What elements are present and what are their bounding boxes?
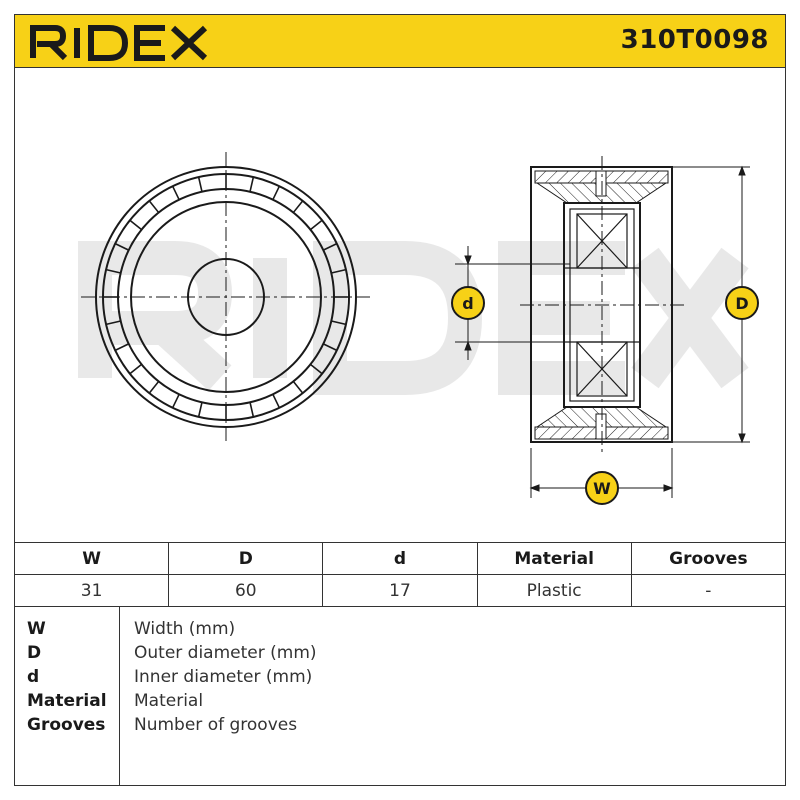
legend-key: W	[27, 619, 46, 639]
svg-text:D: D	[735, 294, 748, 313]
pulley-segment-line	[171, 393, 180, 409]
spec-value-row: 31 60 17 Plastic -	[13, 574, 787, 607]
svg-text:d: d	[462, 294, 473, 313]
pulley-segment-line	[292, 200, 304, 214]
svg-text:W: W	[593, 479, 611, 498]
legend-key: D	[27, 643, 42, 663]
legend-description: Material	[134, 691, 204, 711]
legend-key: Grooves	[27, 715, 106, 735]
pulley-segment-line	[331, 320, 347, 326]
spec-value: -	[630, 574, 787, 607]
pulley-segment-line	[197, 402, 203, 418]
pulley-segment-line	[249, 402, 255, 418]
legend-divider	[119, 607, 120, 785]
legend-description: Number of grooves	[134, 715, 298, 735]
side-view	[520, 156, 685, 453]
spec-header: D	[168, 542, 324, 575]
ridex-logo	[30, 25, 208, 61]
spec-header: Grooves	[630, 542, 787, 575]
legend-row: Grooves Number of grooves	[15, 715, 787, 739]
part-number: 310T0098	[620, 25, 769, 55]
dimension-badge-D: D	[725, 286, 759, 320]
pulley-segment-line	[331, 268, 347, 274]
legend-description: Inner diameter (mm)	[134, 667, 313, 687]
legend-row: Material Material	[15, 691, 787, 715]
spec-value: 17	[322, 574, 478, 607]
legend-key: Material	[27, 691, 107, 711]
pulley-segment-line	[129, 363, 143, 375]
legend-row: W Width (mm)	[15, 619, 787, 643]
pulley-segment-line	[148, 200, 160, 214]
pulley-segment-line	[105, 268, 121, 274]
legend-key: d	[27, 667, 40, 687]
technical-drawing: d D W	[78, 152, 759, 505]
pulley-segment-line	[309, 363, 323, 375]
pulley-segment-line	[272, 185, 281, 201]
spec-table: W D d Material Grooves 31 60 17 Plastic …	[13, 542, 787, 607]
legend: W Width (mm) D Outer diameter (mm) d Inn…	[14, 607, 786, 786]
pulley-segment-line	[148, 380, 160, 394]
pulley-segment-line	[114, 242, 130, 251]
pulley-segment-line	[129, 219, 143, 231]
spec-header: d	[322, 542, 478, 575]
spec-header-row: W D d Material Grooves	[13, 542, 787, 575]
pulley-segment-line	[171, 185, 180, 201]
pulley-segment-line	[309, 219, 323, 231]
dimension-badge-W: W	[585, 471, 619, 505]
spec-value: 60	[168, 574, 324, 607]
spec-header: Material	[476, 542, 632, 575]
pulley-segment-line	[105, 320, 121, 326]
pulley-segment-line	[197, 176, 203, 192]
header-bar: 310T0098	[14, 14, 786, 68]
pulley-segment-line	[292, 380, 304, 394]
dimension-badge-d: d	[451, 286, 485, 320]
spec-value: Plastic	[476, 574, 632, 607]
pulley-segment-line	[114, 343, 130, 352]
legend-row: D Outer diameter (mm)	[15, 643, 787, 667]
front-view	[81, 152, 371, 442]
spec-value: 31	[13, 574, 170, 607]
pulley-segment-line	[272, 393, 281, 409]
spec-header: W	[13, 542, 170, 575]
legend-row: d Inner diameter (mm)	[15, 667, 787, 691]
pulley-segment-line	[249, 176, 255, 192]
pulley-segment-line	[322, 343, 338, 352]
pulley-segment-line	[322, 242, 338, 251]
legend-description: Width (mm)	[134, 619, 236, 639]
legend-description: Outer diameter (mm)	[134, 643, 317, 663]
